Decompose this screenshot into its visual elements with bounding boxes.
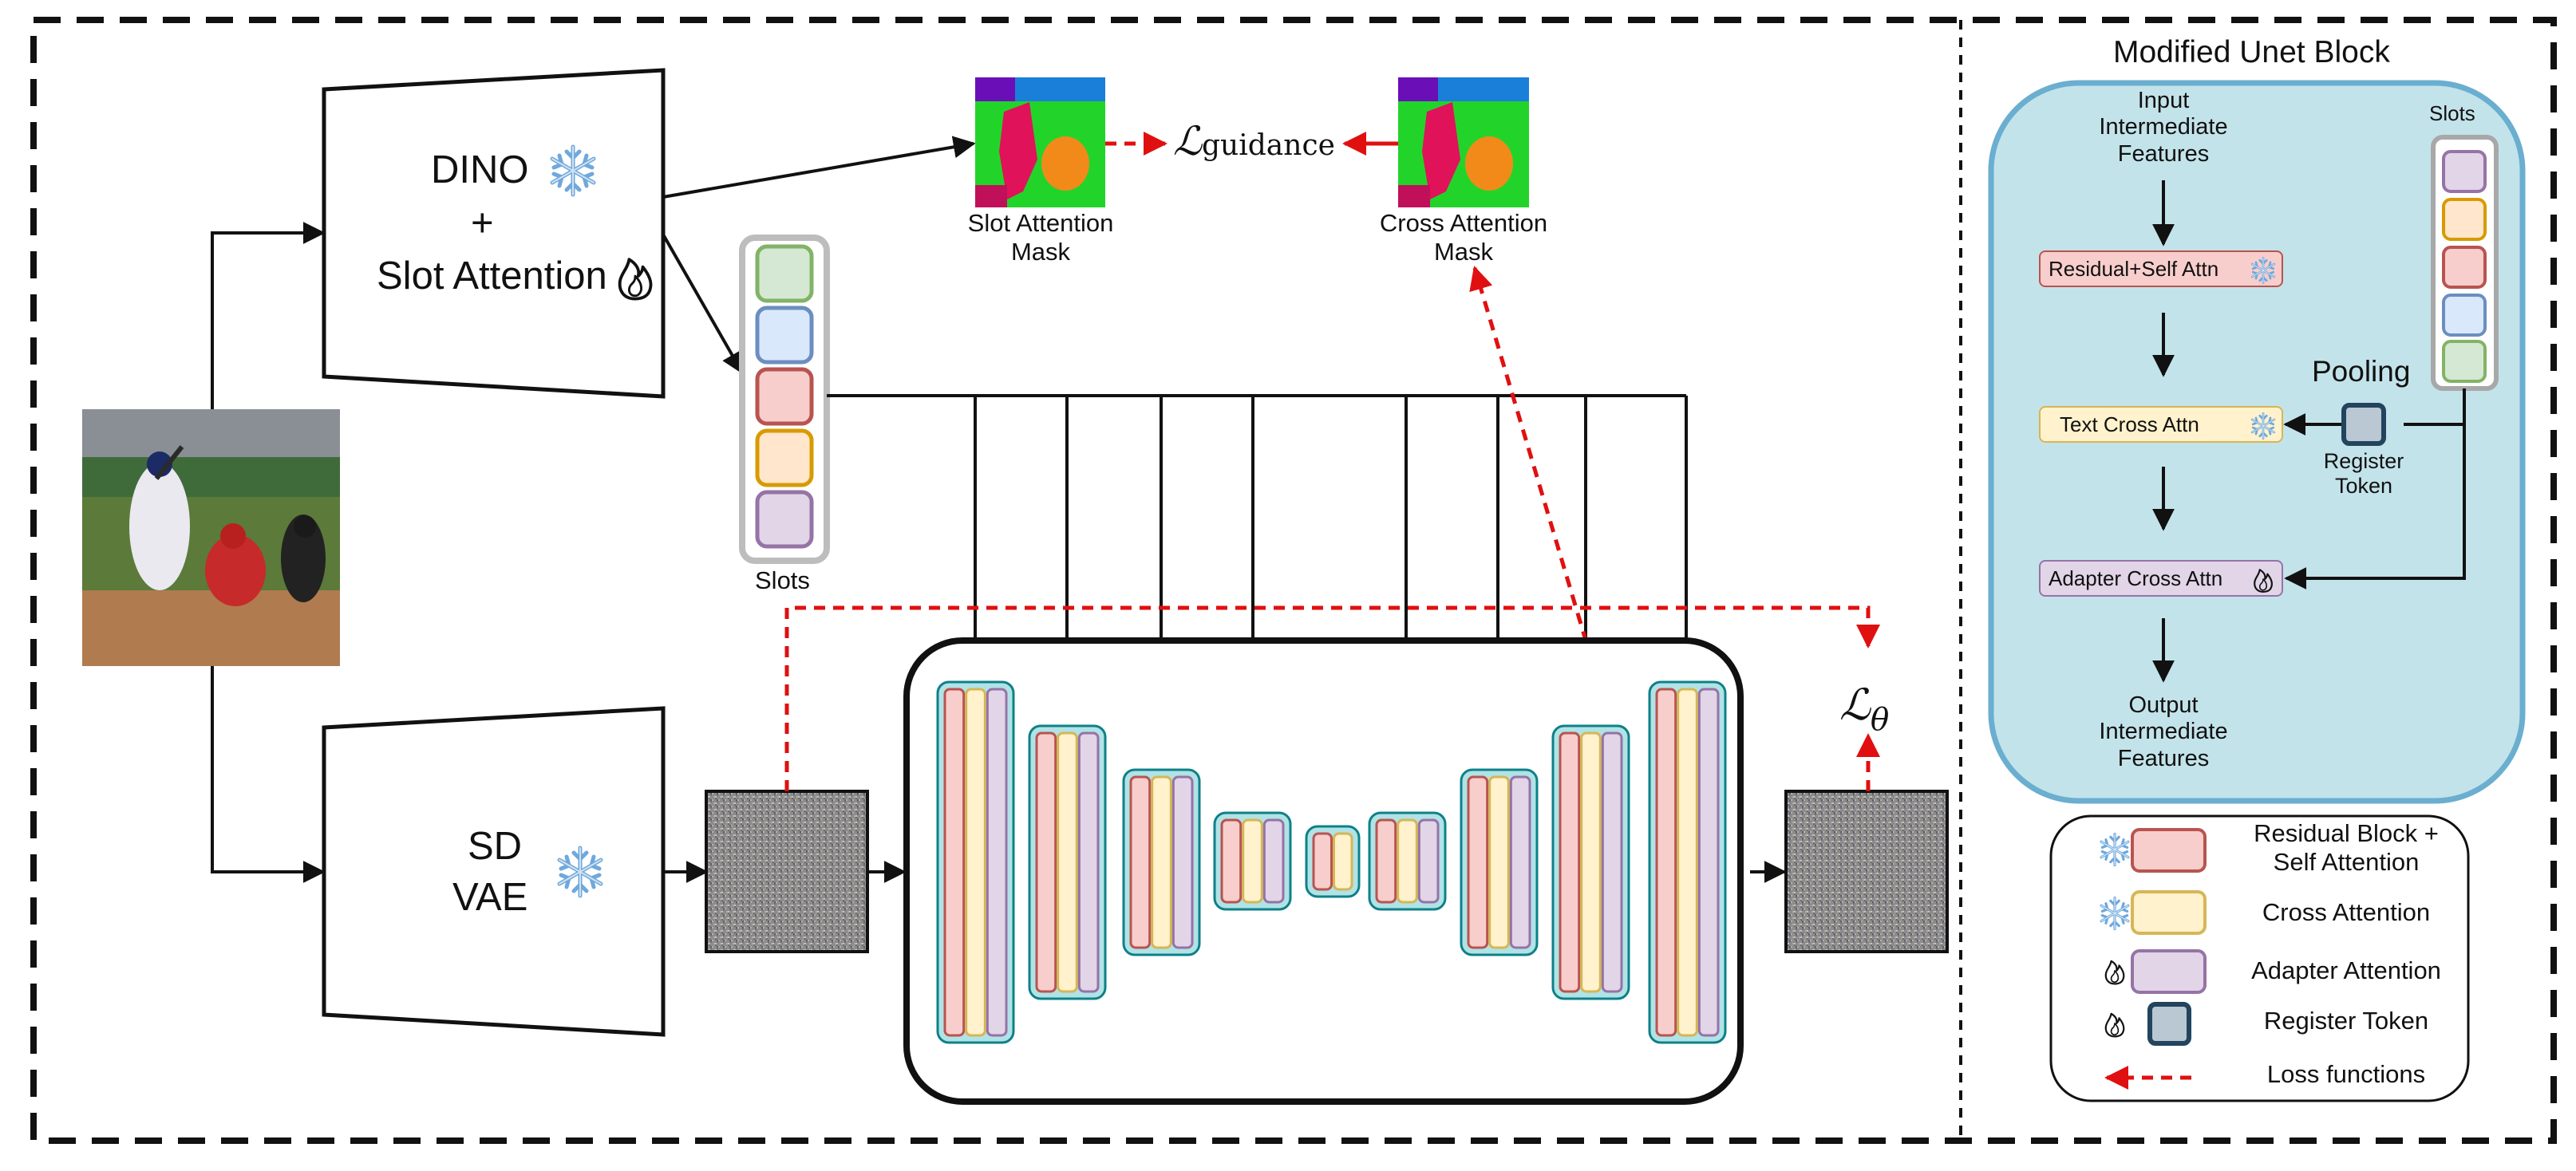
unet-block-8-cross-layer [1580,731,1602,993]
cross-attention-mask-image [1398,77,1529,207]
unet-block-9-adapter-layer [1697,688,1720,1037]
unet-block-2-cross-layer [1057,731,1078,993]
slot-4 [755,428,814,487]
unet-block-4-cross-layer [1242,818,1263,904]
unet-block-2-residual-layer [1035,731,1057,993]
unet-block-4-adapter-layer [1262,818,1285,904]
slots-label: Slots [755,566,810,594]
slot-2 [755,306,814,365]
register-token-box [2341,403,2386,446]
vae-encoder-shape [322,706,666,1037]
vae-label-sd: SD [468,825,523,868]
unet-block-5-cross-layer [1333,832,1353,891]
unet-block-9-residual-layer [1655,688,1677,1037]
panel-title: Modified Unet Block [2113,35,2390,69]
unet-block-3-residual-layer [1129,775,1152,949]
unet-block-5-residual-layer [1312,832,1333,891]
unet-block-2-adapter-layer [1077,731,1100,993]
unet-block-9-cross-layer [1677,688,1698,1037]
encoder-label-slot-attention: Slot Attention [377,254,607,298]
panel-res-self-attn: Residual+Self Attn [2039,250,2283,287]
unet-block-7-cross-layer [1488,775,1510,949]
unet-block-6-cross-layer [1397,818,1418,904]
unet-block-1-cross-layer [965,688,986,1037]
input-image [82,409,340,666]
unet-block-3-adapter-layer [1171,775,1194,949]
theta-loss-label: ℒθ [1839,680,1890,739]
unet-block-8-residual-layer [1559,731,1581,993]
encoder-label-plus: + [471,202,494,245]
panel-text-cross-attn: Text Cross Attn [2039,406,2283,443]
unet-blocks [936,680,1727,1044]
vae-label-vae: VAE [452,876,528,919]
unet-block-6-residual-layer [1375,818,1397,904]
legend-register-label: Register Token [2263,1007,2429,1035]
panel-pooling-label: Pooling [2312,355,2411,388]
adapter-cross-attn-flame-icon [2254,569,2273,593]
unet-block-6-adapter-layer [1417,818,1440,904]
output-latent [1784,790,1949,953]
input-latent [705,790,869,953]
unet-block-1-adapter-layer [986,688,1008,1037]
slot-5 [755,490,814,549]
outer-frame [30,17,2557,1144]
slot-3 [755,367,814,426]
slot-attention-mask-image [975,77,1105,207]
slot-1 [755,244,814,303]
legend-loss-label: Loss functions [2266,1060,2426,1088]
unet-block-8-adapter-layer [1601,731,1623,993]
unet-block-4-residual-layer [1220,818,1243,904]
unet-block-1-residual-layer [943,688,966,1037]
guidance-loss-label: ℒguidance [1173,118,1335,164]
unet-block-7-adapter-layer [1509,775,1531,949]
unet-block-7-residual-layer [1467,775,1489,949]
legend-cross-label: Cross Attention [2262,898,2431,926]
unet-block-3-cross-layer [1151,775,1172,949]
panel-slots-label: Slots [2429,101,2475,125]
text-cross-attn-snow-icon [2250,412,2276,440]
legend-adapter-label: Adapter Attention [2251,956,2441,984]
legend-residual-label: Residual Block +Self Attention [2254,819,2439,876]
encoder-label-dino: DINO [431,148,529,191]
panel-adapter-cross-attn: Adapter Cross Attn [2039,560,2283,597]
res-self-attn-snow-icon [2250,257,2276,284]
